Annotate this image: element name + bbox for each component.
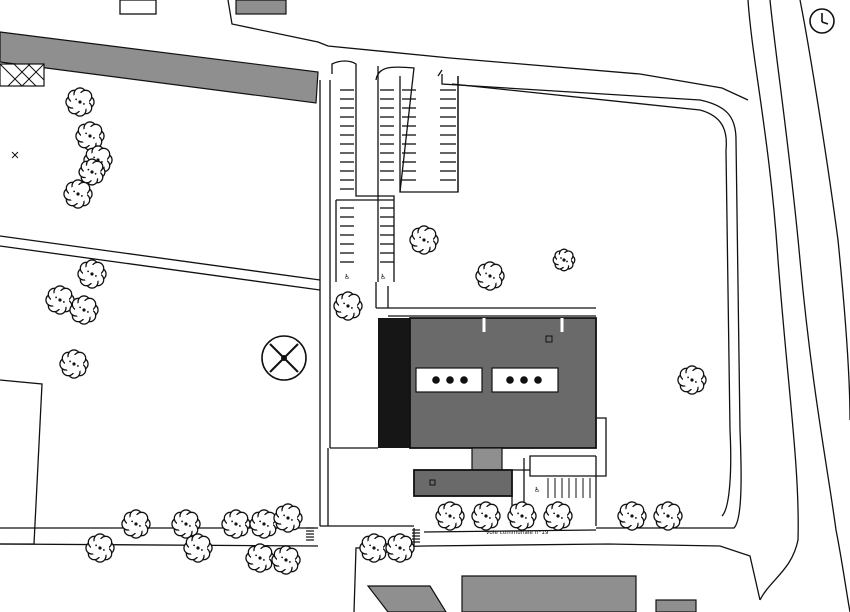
tree-icon bbox=[359, 533, 389, 563]
north-arrow-icon bbox=[809, 8, 835, 34]
covered-play-area bbox=[378, 318, 410, 448]
large-tree bbox=[261, 335, 307, 381]
tree-icon bbox=[653, 501, 683, 531]
street-name-label: voie communale n°19 bbox=[486, 530, 549, 536]
tree-icon bbox=[245, 543, 275, 573]
tree-icon bbox=[171, 509, 201, 539]
tree-icon bbox=[59, 349, 89, 379]
main-building: ♿ bbox=[378, 317, 607, 526]
tree-icon bbox=[77, 259, 107, 289]
tree-icon bbox=[85, 533, 115, 563]
tree-icon bbox=[249, 509, 279, 539]
tree-icon bbox=[677, 365, 707, 395]
skylight-right bbox=[491, 367, 559, 393]
tree-icon bbox=[45, 285, 75, 315]
tree-icon bbox=[183, 533, 213, 563]
tree-icon bbox=[69, 295, 99, 325]
annex-building bbox=[413, 469, 513, 497]
tree-icon bbox=[435, 501, 465, 531]
tree-icon bbox=[617, 501, 647, 531]
tree-icon bbox=[78, 158, 106, 186]
tree-icon bbox=[543, 501, 573, 531]
parking-area: ♿ ♿ bbox=[331, 60, 596, 317]
tree-icon bbox=[271, 545, 301, 575]
tree-icon bbox=[471, 501, 501, 531]
tree-icon bbox=[273, 503, 303, 533]
neighbour-buildings bbox=[0, 0, 697, 612]
tree-icon bbox=[475, 261, 505, 291]
tree-icon bbox=[333, 291, 363, 321]
svg-text:♿: ♿ bbox=[534, 486, 540, 494]
skylight-left bbox=[415, 367, 483, 393]
hatched-structure bbox=[0, 63, 45, 87]
tree-icon bbox=[409, 225, 439, 255]
tree-icon bbox=[121, 509, 151, 539]
tree-icon bbox=[63, 179, 93, 209]
tree-icon bbox=[385, 533, 415, 563]
stairs bbox=[306, 527, 420, 543]
tree-icon bbox=[75, 121, 105, 151]
parking-stalls bbox=[340, 89, 456, 263]
svg-text:♿: ♿ bbox=[380, 273, 386, 281]
trees bbox=[45, 87, 707, 575]
tree-icon bbox=[65, 87, 95, 117]
svg-text:♿: ♿ bbox=[344, 273, 350, 281]
tree-icon bbox=[552, 248, 576, 272]
access-ramp bbox=[547, 478, 591, 498]
tree-icon bbox=[507, 501, 537, 531]
tree-icon bbox=[221, 509, 251, 539]
survey-marker bbox=[11, 151, 19, 159]
